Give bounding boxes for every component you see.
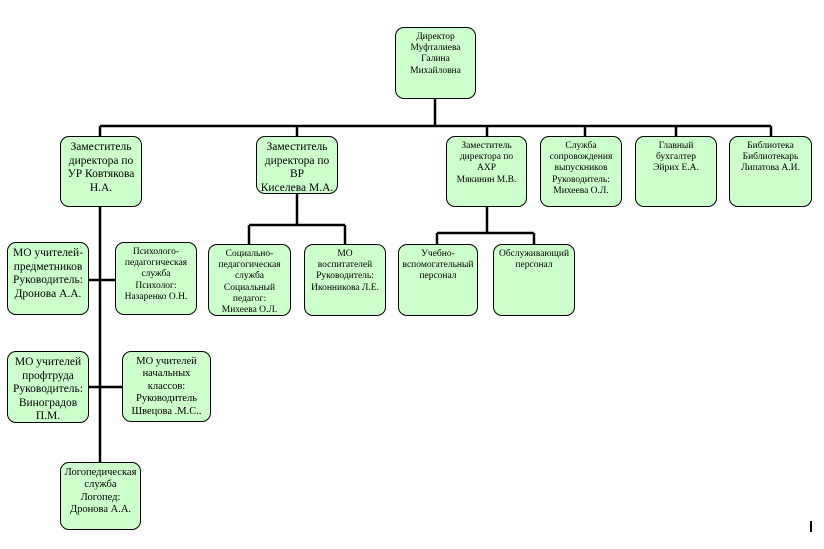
mo-subject-teachers-label: МО учителей- предметников Руководитель: …: [12, 247, 84, 300]
chief-accountant-label: Главный бухгалтер Эйрих Е.А.: [653, 141, 699, 174]
mo-educators-box: МО воспитателей Руководитель: Иконникова…: [304, 244, 386, 316]
director-label: Директор Муфталиева Галина Михайловна: [410, 32, 461, 76]
mo-labor-label: МО учителей профтруда Руководитель: Вино…: [13, 356, 83, 423]
graduates-service-label: Служба сопровождения выпускников Руковод…: [549, 141, 613, 196]
deputy-ur-label: Заместитель директора по УР Ковтякова Н.…: [67, 141, 135, 194]
teaching-support-label: Учебно- вспомогательный персонал: [402, 249, 474, 282]
psych-service-box: Психолого- педагогическая служба Психоло…: [115, 242, 197, 315]
text-cursor: [810, 521, 812, 532]
social-service-label: Социально- педагогическая служба Социаль…: [218, 249, 281, 316]
service-staff-label: Обслуживающий персонал: [498, 249, 570, 271]
mo-primary-box: МО учителей начальных классов: Руководит…: [122, 351, 211, 422]
teaching-support-box: Учебно- вспомогательный персонал: [398, 244, 478, 316]
library-label: Библиотека Библиотекарь Липатова А.И.: [741, 141, 800, 174]
social-service-box: Социально- педагогическая служба Социаль…: [208, 244, 291, 316]
speech-service-label: Логопедическая служба Логопед: Дронова А…: [64, 467, 137, 516]
speech-service-box: Логопедическая служба Логопед: Дронова А…: [60, 462, 141, 530]
mo-educators-label: МО воспитателей Руководитель: Иконникова…: [311, 249, 379, 293]
deputy-vr-label: Заместитель директора по ВР Киселева М.А…: [260, 141, 334, 194]
mo-subject-teachers-box: МО учителей- предметников Руководитель: …: [7, 242, 89, 315]
deputy-ur-box: Заместитель директора по УР Ковтякова Н.…: [60, 136, 142, 207]
chief-accountant-box: Главный бухгалтер Эйрих Е.А.: [635, 136, 717, 207]
psych-service-label: Психолого- педагогическая служба Психоло…: [124, 247, 188, 302]
deputy-vr-box: Заместитель директора по ВР Киселева М.А…: [256, 136, 338, 194]
service-staff-box: Обслуживающий персонал: [493, 244, 575, 316]
director-box: Директор Муфталиева Галина Михайловна: [395, 27, 476, 99]
library-box: Библиотека Библиотекарь Липатова А.И.: [729, 136, 812, 207]
deputy-ahr-label: Заместитель директора по АХР Мякинин М.В…: [456, 141, 517, 185]
mo-labor-box: МО учителей профтруда Руководитель: Вино…: [7, 351, 89, 423]
graduates-service-box: Служба сопровождения выпускников Руковод…: [540, 136, 622, 207]
deputy-ahr-box: Заместитель директора по АХР Мякинин М.В…: [446, 136, 527, 207]
mo-primary-label: МО учителей начальных классов: Руководит…: [131, 356, 202, 417]
